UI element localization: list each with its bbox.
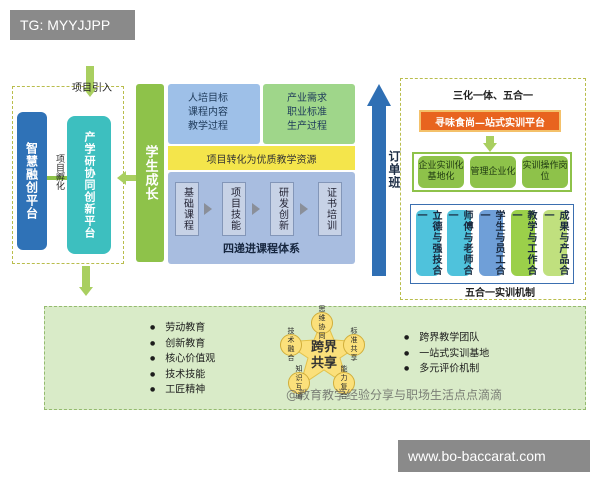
right-frame	[400, 78, 586, 300]
bottom-badge-text: www.bo-baccarat.com	[408, 448, 546, 464]
course-step-label: 基础课程	[181, 187, 193, 231]
circle-tech: 技术融合	[280, 327, 302, 362]
circle-label: 思维协同	[318, 305, 326, 340]
top-badge: TG: MYYJJPP	[10, 10, 135, 40]
smart-platform-label: 智慧融创平台	[24, 142, 39, 220]
bottom-left-arrow-head	[79, 287, 93, 296]
circle-knowledge: 知识互通	[288, 365, 310, 400]
order-class-arrow-head	[367, 84, 391, 106]
order-class-arrow-shaft	[372, 106, 386, 276]
collab-innovation-label: 产学研协同创新平台	[83, 131, 96, 239]
green-boxes-frame	[412, 152, 572, 192]
training-goal-item: 教学过程	[188, 121, 228, 132]
mech-box: 立德与强技合一	[415, 210, 441, 276]
cross-border-share-text: 跨界共享	[310, 340, 337, 371]
circle-label: 标准共享	[350, 327, 358, 362]
training-goal-item: 课程内容	[188, 107, 228, 118]
center-to-left-head	[117, 171, 126, 185]
bottom-left-arrow-shaft	[82, 266, 90, 288]
platform-arrow-shaft	[486, 136, 494, 144]
circle-label: 能力复合	[340, 365, 348, 400]
left-connector	[47, 176, 67, 180]
smart-platform-box: 智慧融创平台	[17, 112, 47, 250]
green-box-management: 管理企业化	[470, 156, 516, 188]
right-title: 三化一体、五合一	[400, 86, 586, 102]
course-arrow-icon	[204, 203, 212, 215]
bullet-item: 核心价值观	[150, 351, 260, 367]
bottom-badge: www.bo-baccarat.com	[398, 440, 590, 472]
course-step-label: 研发创新	[276, 187, 288, 231]
training-goals-box: 人培目标 课程内容 教学过程	[168, 84, 260, 144]
incubate-label: 项目孵化	[54, 154, 64, 190]
watermark-text: @教育教学经验分享与职场生活点点滴滴	[286, 388, 503, 402]
right-bullet-list: 跨界教学团队 一站式实训基地 多元评价机制	[404, 330, 544, 377]
training-goal-item: 人培目标	[188, 93, 228, 104]
project-intro-label: 项目引入	[72, 83, 112, 94]
bullet-item: 一站式实训基地	[404, 346, 544, 362]
student-growth-label: 学生成长	[142, 145, 158, 201]
mech-box-label: 立德与强技合一	[415, 210, 441, 276]
green-box-label: 管理企业化	[470, 166, 516, 177]
left-bullet-list: 劳动教育 创新教育 核心价值观 技术技能 工匠精神	[150, 320, 260, 398]
top-badge-text: TG: MYYJJPP	[20, 17, 111, 33]
student-growth-bar: 学生成长	[136, 84, 164, 262]
platform-arrow-head	[483, 143, 497, 152]
cross-border-share-label: 跨界共享	[298, 338, 350, 374]
course-system-text: 四递进课程体系	[223, 242, 300, 255]
course-arrow-icon	[252, 203, 260, 215]
intro-arrow-head	[83, 88, 97, 97]
training-platform-banner: 寻味食尚—站式实训平台	[419, 110, 561, 132]
green-box-label: 实训操作岗位	[522, 161, 568, 182]
green-box-base: 企业实训化基地化	[418, 156, 464, 188]
mech-box: 教学与工作合一	[510, 210, 536, 276]
mech-box: 师傅与老师合一	[446, 210, 472, 276]
bullet-item: 工匠精神	[150, 382, 260, 398]
bullet-item: 劳动教育	[150, 320, 260, 336]
green-box-label: 企业实训化基地化	[418, 161, 464, 182]
course-step-research: 研发创新	[270, 182, 294, 236]
mech-boxes-frame	[410, 204, 574, 284]
course-step-label: 项目技能	[228, 187, 240, 231]
five-in-one-label: 五合一实训机制	[430, 284, 570, 299]
circle-standard: 标准共享	[343, 327, 365, 362]
center-to-left-shaft	[126, 175, 136, 181]
circle-ability: 能力复合	[333, 365, 355, 400]
mech-box: 学生与员工合一	[478, 210, 504, 276]
course-step-skills: 项目技能	[222, 182, 246, 236]
circle-thinking: 思维协同	[311, 305, 333, 340]
industry-need-item: 职业标准	[287, 107, 327, 118]
circle-label: 技术融合	[287, 327, 295, 362]
course-step-label: 证书培训	[324, 187, 336, 231]
training-platform-label: 寻味食尚—站式实训平台	[435, 117, 545, 129]
collab-innovation-platform-box: 产学研协同创新平台	[67, 116, 111, 254]
mech-box-label: 教学与工作合一	[510, 210, 536, 276]
course-step-certificate: 证书培训	[318, 182, 342, 236]
course-step-basic: 基础课程	[175, 182, 199, 236]
project-transform-banner: 项目转化为优质教学资源	[168, 146, 355, 170]
right-title-text: 三化一体、五合一	[453, 90, 533, 102]
course-arrow-icon	[300, 203, 308, 215]
bullet-item: 技术技能	[150, 367, 260, 383]
green-box-position: 实训操作岗位	[522, 156, 568, 188]
bullet-item: 跨界教学团队	[404, 330, 544, 346]
circle-label: 知识互通	[295, 365, 303, 400]
intro-arrow-shaft	[86, 66, 94, 90]
five-in-one-text: 五合一实训机制	[465, 287, 535, 299]
mech-box-label: 师傅与老师合一	[446, 210, 472, 276]
mech-box: 成果与产品合一	[542, 210, 568, 276]
mech-box-label: 成果与产品合一	[542, 210, 568, 276]
order-class-label: 订单班	[387, 150, 401, 189]
industry-need-item: 产业需求	[287, 93, 327, 104]
mech-box-label: 学生与员工合一	[478, 210, 504, 276]
course-system-label: 四递进课程体系	[168, 240, 355, 256]
bullet-item: 多元评价机制	[404, 361, 544, 377]
industry-needs-box: 产业需求 职业标准 生产过程	[263, 84, 355, 144]
bullet-item: 创新教育	[150, 336, 260, 352]
project-transform-label: 项目转化为优质教学资源	[206, 154, 317, 166]
industry-need-item: 生产过程	[287, 121, 327, 132]
